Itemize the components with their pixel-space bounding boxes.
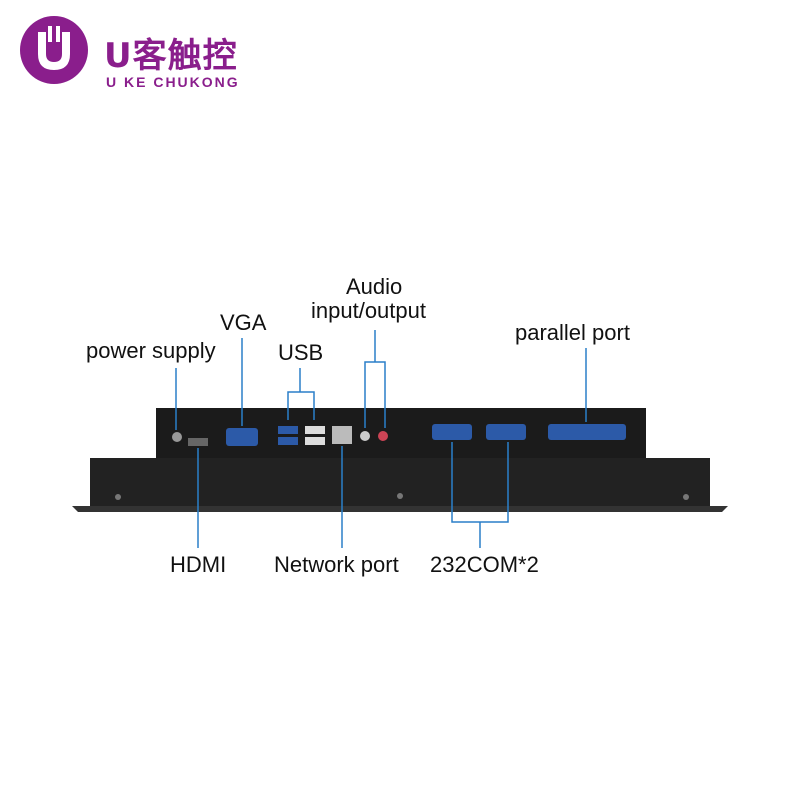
com-port-icon [486, 424, 526, 440]
label-network-port: Network port [274, 552, 399, 577]
screw-icon [397, 493, 403, 499]
audio-out-jack-icon [360, 431, 370, 441]
label-vga: VGA [220, 310, 267, 335]
u-logo-icon [20, 16, 88, 84]
usb-port-icon [305, 426, 325, 434]
screw-icon [115, 494, 121, 500]
label-usb: USB [278, 340, 324, 365]
screw-icon [683, 494, 689, 500]
label-audio-line2: input/output [311, 298, 426, 323]
mounting-flange [72, 506, 728, 512]
label-com: 232COM*2 [430, 552, 539, 577]
usb-port-icon [278, 426, 298, 434]
label-audio-line1: Audio [346, 274, 403, 299]
brand-logo: U客触控 U KE CHUKONG [18, 14, 258, 94]
parallel-port-icon [548, 424, 626, 440]
audio-in-jack-icon [378, 431, 388, 441]
usb-port-icon [278, 437, 298, 445]
vga-port-icon [226, 428, 258, 446]
leader-usb [287, 391, 315, 420]
power-jack-icon [172, 432, 182, 442]
label-parallel-port: parallel port [515, 320, 630, 345]
brand-name-en: U KE CHUKONG [106, 74, 240, 90]
brand-name-cn: U客触控 [104, 36, 238, 76]
hdmi-port-icon [188, 438, 208, 446]
usb-port-icon [305, 437, 325, 445]
com-port-icon [432, 424, 472, 440]
label-power-supply: power supply [86, 338, 216, 363]
network-port-icon [332, 426, 352, 444]
label-hdmi: HDMI [170, 552, 227, 577]
